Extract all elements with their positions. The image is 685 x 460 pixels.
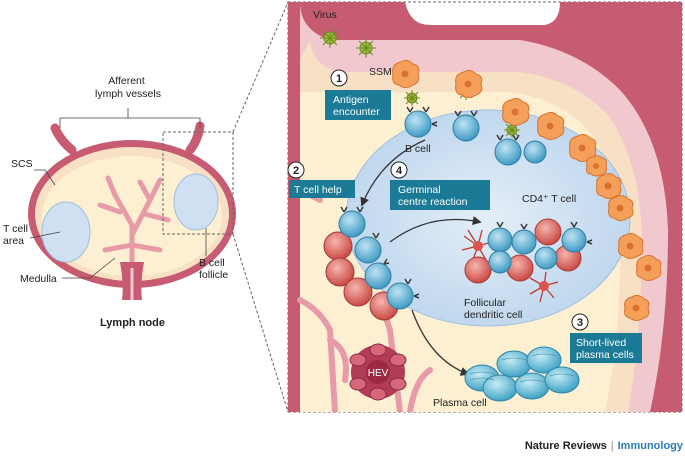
t-cell [325, 257, 355, 287]
afferent-vessel-right [185, 121, 205, 155]
step-1-label: Antigen encounter [333, 94, 380, 118]
credit-separator: | [610, 440, 614, 452]
virus-label: Virus [313, 9, 337, 21]
afferent-label: Afferent lymph vessels [95, 75, 161, 100]
plasma-arrow [411, 309, 470, 376]
b-cell-follicle-line-1: B cell [199, 257, 225, 269]
step-1-number: 1 [336, 73, 342, 85]
step-1: 1 Antigen encounter [325, 69, 391, 120]
b-cell [487, 227, 513, 253]
virus-3 [404, 90, 420, 106]
b-cell-follicle-label: B cell follicle [199, 257, 228, 281]
germinal-centre-cluster [461, 218, 593, 303]
hev-label: HEV [368, 368, 389, 379]
lymph-node-title: Lymph node [100, 317, 165, 329]
migration-arrow-1 [360, 139, 426, 207]
step-4-number: 4 [396, 165, 403, 177]
plasma-cells [464, 346, 580, 402]
bcr-receptors [406, 106, 520, 141]
virus-1 [320, 28, 340, 48]
journal-name: Immunology [617, 440, 683, 452]
b-cell [386, 282, 414, 310]
journal-credit: Nature Reviews|Immunology [0, 440, 685, 452]
b-cell [494, 138, 522, 166]
t-cell [464, 256, 492, 284]
ssm-cells [392, 59, 662, 321]
t-cell-area-label: T cell area [3, 223, 31, 247]
detail-panel: HEV Virus [287, 1, 683, 413]
lymph-node-overview: Afferent lymph vessels SCS T cell area M… [3, 1, 289, 413]
fdc-line-1: Follicular [464, 297, 507, 309]
b-cell [404, 110, 432, 138]
t-cell [343, 277, 373, 307]
fdc-line-2: dendritic cell [464, 309, 522, 321]
step-1-line-1: Antigen [333, 94, 369, 106]
b-cell [364, 262, 392, 290]
cd4-label: CD4⁺ T cell [522, 193, 576, 205]
overview-leader-lines [29, 108, 207, 279]
step-3: 3 Short-lived plasma cells [570, 313, 642, 363]
medulla-label: Medulla [20, 273, 57, 285]
virus-5 [504, 122, 520, 138]
afferent-line-1: Afferent [108, 75, 145, 87]
step-2-label: T cell help [294, 184, 342, 196]
b-cell [488, 250, 512, 274]
ssm-label: SSM [369, 66, 392, 78]
b-cell [354, 236, 382, 264]
b-cell [561, 227, 587, 253]
medulla-branches [97, 175, 171, 273]
fdc-label: Follicular dendritic cell [464, 297, 522, 321]
step-4: 4 Germinal centre reaction [390, 161, 490, 210]
plasma-er-lines [469, 353, 575, 383]
b-cell [511, 229, 537, 255]
step-3-number: 3 [577, 317, 583, 329]
afferent-vessel-left [50, 123, 77, 155]
b-cell-follicle-line-2: follicle [199, 269, 228, 281]
step-3-line-2: plasma cells [576, 349, 634, 361]
publisher-name: Nature Reviews [524, 440, 607, 452]
b-cell [338, 210, 366, 238]
b-cell-label: B cell [405, 143, 431, 155]
step-1-line-2: encounter [333, 106, 380, 118]
b-cells-antigen [404, 110, 547, 166]
b-cell [523, 140, 547, 164]
t-cell-area-line-2: area [3, 235, 24, 247]
step-4-line-2: centre reaction [398, 196, 468, 208]
plasma-cell-label: Plasma cell [433, 397, 487, 409]
step-4-label: Germinal centre reaction [398, 184, 468, 208]
step-3-line-1: Short-lived [576, 337, 626, 349]
follicle-right [173, 173, 219, 231]
step-2-number: 2 [293, 165, 299, 177]
virus-2 [356, 38, 376, 58]
t-cell [534, 218, 562, 246]
step-2: 2 T cell help [287, 161, 355, 198]
scs-label: SCS [11, 158, 33, 170]
t-cell-area-line-1: T cell [3, 223, 28, 235]
zoom-box [162, 131, 234, 235]
gc-arrow [389, 216, 482, 243]
follicle-left [41, 201, 91, 263]
step-4-line-1: Germinal [398, 184, 441, 196]
step-3-label: Short-lived plasma cells [576, 337, 634, 361]
b-cell [534, 246, 558, 270]
b-cell [452, 114, 480, 142]
fdc-cells [461, 229, 559, 303]
hev-vessel: HEV [349, 343, 407, 401]
afferent-line-2: lymph vessels [95, 88, 161, 100]
t-b-cluster [323, 206, 420, 321]
